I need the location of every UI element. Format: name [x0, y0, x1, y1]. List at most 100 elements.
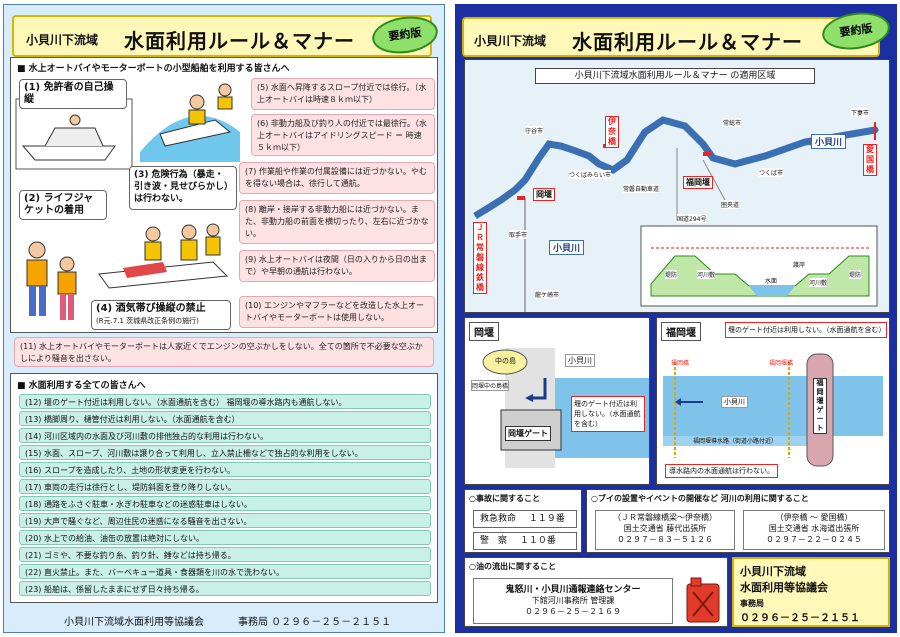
right-page: 小貝川下流域 水面利用ルール＆マナー 要約版 小貝川下流域水面利用ルール＆マナー…	[455, 4, 897, 633]
map-label-toride: 取手市	[509, 230, 528, 239]
fujishiro-tel: ０２９７－８３－５１２６	[617, 535, 713, 544]
ambulance-number: １１９番	[528, 514, 565, 524]
ambulance-label: 救急救命	[480, 514, 517, 524]
council-tel: ０２９６－２５－２１５１	[740, 613, 860, 624]
map-label-moriya: 守谷市	[525, 126, 544, 135]
label-life-jacket: (2) ライフジャケットの着用	[19, 190, 107, 220]
left-title: 水面利用ルール＆マナー	[124, 29, 355, 53]
office-fujishiro: （ＪＲ常磐線橋梁～伊奈橋） 国土交通省 藤代出張所 ０２９７－８３－５１２６	[595, 510, 735, 550]
fujishiro-range: （ＪＲ常磐線橋梁～伊奈橋）	[613, 513, 717, 522]
rule-10: (10) エンジンやマフラーなどを改造した水上オートバイやモーターボートは使用し…	[239, 296, 435, 328]
river-use-heading: ○ブイの設置やイベントの開催など 河川の利用に関すること	[591, 494, 809, 503]
fukuokaseki-diagram	[663, 353, 883, 467]
inset-label-riverbed-right: 河川敷	[809, 278, 828, 287]
rule-23: (23) 船舶は、係留したままにせず日々持ち帰る。	[19, 581, 431, 596]
okaseki-title: 岡堰	[469, 322, 499, 341]
label-no-drink-operation: (4) 酒気帯び操縦の禁止 (R元.7.1 茨城県改正条例の施行)	[91, 300, 231, 330]
inset-label-revetment: 護岸	[793, 260, 806, 269]
section2-heading: ■ 水面利用する全ての皆さんへ	[17, 381, 146, 391]
map-label-route294: 国道294号	[677, 214, 707, 223]
rule-11: (11) 水上オートバイやモーターボートは人家近くでエンジンの空ぶかしをしない。…	[14, 337, 434, 367]
map-label-fukuokaseki: 福岡堰	[683, 176, 713, 189]
section1-panel: ■ 水上オートバイやモーターボートの小型船舶を利用する皆さんへ	[10, 57, 438, 333]
boat-illustration	[15, 98, 133, 170]
fukuokaseki-box: 福岡堰 堰のゲート付近は利用しない。（水面通航を含む） 福岡橋 福岡堰橋 小貝川…	[656, 317, 890, 485]
map-label-jr-bridge: ＪＲ常磐線鉄橋	[473, 222, 487, 294]
fukuokaseki-title: 福岡堰	[661, 322, 701, 341]
rule-8: (8) 離岸・接岸する非動力船には近づかない。また、非動力船の前面を横切ったり、…	[239, 200, 435, 244]
rule-14: (14) 河川区域内の水面及び河川敷の排他独占的な利用は行わない。	[19, 428, 431, 443]
inset-label-levee-right: 堤防	[849, 270, 862, 279]
rule-5: (5) 水面へ昇降するスロープ付近では徐行。（水上オートバイは時速８ｋｍ以下）	[251, 78, 435, 110]
rule-9: (9) 水上オートバイは夜間（日の入りから日の出まで）や早朝の通航は行わない。	[239, 250, 435, 282]
oil-contact: 鬼怒川・小貝川通報連絡センター 下館河川事務所 管理課 ０２９６－２５－２１６９	[473, 578, 673, 624]
map-label-okaseki: 岡堰	[533, 188, 555, 201]
accident-heading: ○事故に関すること	[469, 494, 540, 503]
fukuokaseki-note-bottom: 導水路内の水面通航は行わない。	[665, 464, 778, 478]
fukuokaseki-note-top: 堰のゲート付近は利用しない。（水面通航を含む）	[725, 322, 887, 338]
area-map: 小貝川下流域水面利用ルール＆マナー の適用区域 下妻市 守谷市 常総市 つくばみ…	[464, 59, 890, 313]
map-label-kokaigawa-upper: 小貝川	[811, 134, 847, 149]
no-drink-title: (4) 酒気帯び操縦の禁止	[96, 303, 206, 314]
right-title: 水面利用ルール＆マナー	[572, 30, 803, 54]
council-office: 事務局	[740, 599, 764, 608]
label-dangerous-behavior: (3) 危険行為（暴走・引き波・見せびらかし）は行わない。	[129, 166, 237, 210]
map-label-aikokubashi: 愛国橋	[863, 144, 877, 176]
left-footer-org: 小貝川下流域水面利用等協議会	[64, 617, 204, 628]
map-label-expressway: 常磐自動車道	[623, 184, 660, 193]
rule-21: (21) ゴミや、不要な釣り糸、釣り針、錘などは持ち帰る。	[19, 547, 431, 562]
jetski-illustration	[140, 83, 240, 162]
okaseki-gate: 岡堰ゲート	[505, 426, 551, 441]
no-drink-note: (R元.7.1 茨城県改正条例の施行)	[96, 317, 199, 325]
jetski-family-illustration	[98, 223, 229, 289]
right-subtitle: 小貝川下流域	[474, 34, 547, 48]
okaseki-island: 中の島	[495, 357, 516, 365]
fukuokaseki-river: 小貝川	[721, 396, 748, 408]
oil-spill-box: ○油の流出に関すること 鬼怒川・小貝川通報連絡センター 下館河川事務所 管理課 …	[464, 557, 728, 627]
inset-label-water: 水面	[765, 276, 778, 285]
inset-label-levee-left: 堤防	[665, 270, 678, 279]
fukuokaseki-bridge1: 福岡橋	[671, 360, 690, 367]
oil-heading: ○油の流出に関すること	[469, 562, 556, 571]
section1-heading: ■ 水上オートバイやモーターボートの小型船舶を利用する皆さんへ	[17, 64, 290, 74]
left-page: 小貝川下流域 水面利用ルール＆マナー 要約版 ■ 水上オートバイやモーターボート…	[3, 4, 445, 633]
map-title: 小貝川下流域水面利用ルール＆マナー の適用区域	[535, 68, 815, 84]
rule-18: (18) 通路をふさぐ駐車・水ぎわ駐車などの迷惑駐車はしない。	[19, 496, 431, 511]
inset-label-riverbed-left: 河川敷	[697, 270, 716, 279]
rule-15: (15) 水面、スロープ、河川敷は譲り合って利用し、立入禁止柵などで独占的な利用…	[19, 445, 431, 460]
life-jacket-kids-illustration	[26, 241, 77, 320]
rule-16: (16) スロープを造成したり、土地の形状変更を行わない。	[19, 462, 431, 477]
police-label: 警 察	[480, 536, 508, 546]
fukuokaseki-gate: 福岡堰ゲート	[813, 378, 827, 434]
mitsukaido-tel: ０２９７－２２－０２４５	[766, 535, 862, 544]
accident-row-ambulance: 救急救命 １１９番	[473, 510, 577, 528]
rule-12: (12) 堰のゲート付近は利用しない。（水面通航を含む） 福岡堰の導水路内も通航…	[19, 394, 431, 409]
council-line2: 水面利用等協議会	[740, 581, 828, 594]
oil-center: 鬼怒川・小貝川通報連絡センター	[505, 585, 641, 595]
rule-17: (17) 車両の走行は徐行とし、堤防斜面を登り降りしない。	[19, 479, 431, 494]
river-use-box: ○ブイの設置やイベントの開催など 河川の利用に関すること （ＪＲ常磐線橋梁～伊奈…	[586, 489, 890, 553]
left-subtitle: 小貝川下流域	[26, 33, 99, 47]
map-label-kokaigawa-lower: 小貝川	[549, 240, 585, 255]
rule-7: (7) 作業船や作業の付属設備には近づかない。やむを得ない場合は、徐行して通航。	[239, 162, 435, 194]
left-footer-office: 事務局 ０２９６－２５－２１５１	[238, 617, 392, 628]
fujishiro-org: 国土交通省 藤代出張所	[623, 524, 707, 533]
mitsukaido-org: 国土交通省 水海道出張所	[768, 524, 860, 533]
map-label-inabashi: 伊奈橋	[605, 116, 619, 148]
rule-6: (6) 非動力船及び釣り人の付近では最徐行。（水上オートバイはアイドリングスピー…	[251, 114, 435, 156]
council-box: 小貝川下流域 水面利用等協議会 事務局 ０２９６－２５－２１５１	[732, 557, 890, 627]
label-licensed-operation: (1) 免許者の自己操縦	[19, 79, 127, 109]
okaseki-box: 岡堰 中の島 岡堰中の島橋 小貝川 岡堰ゲート 堰のゲート付近は利用しない。（水…	[464, 317, 650, 485]
rule-19: (19) 大声で騒ぐなど、周辺住民の迷惑になる騒音を出さない。	[19, 513, 431, 528]
rule-13: (13) 橋脚周り、樋管付近は利用しない。（水面通航を含む）	[19, 411, 431, 426]
fukuokaseki-bridge2: 福岡堰橋	[769, 360, 794, 367]
map-label-joso: 常総市	[723, 118, 742, 127]
okaseki-island-bridge: 岡堰中の島橋	[471, 380, 510, 391]
mitsukaido-range: （伊奈橋 ～ 愛国橋）	[775, 513, 853, 522]
accident-box: ○事故に関すること 救急救命 １１９番 警 察 １１０番	[464, 489, 582, 553]
map-label-tsukubamirai: つくばみらい市	[569, 170, 612, 179]
map-label-shimotsuma: 下妻市	[851, 108, 870, 117]
oil-office: 下館河川事務所 管理課	[531, 596, 615, 605]
fukuokaseki-channel: 福岡堰導水路（街道小路付近）	[693, 438, 778, 445]
rule-20: (20) 水上での給油、油缶の放置は絶対にしない。	[19, 530, 431, 545]
